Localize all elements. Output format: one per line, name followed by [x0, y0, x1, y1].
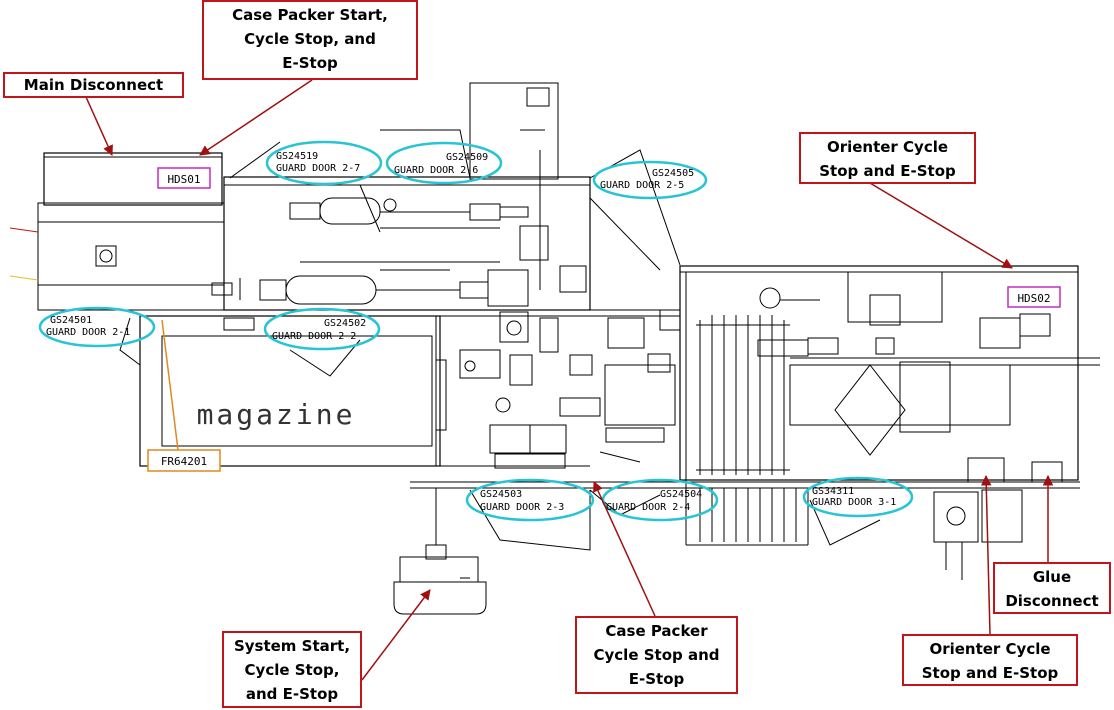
cylinder-assembly-lower [211, 261, 529, 307]
callout-arrows [85, 79, 1054, 681]
svg-text:GS24503: GS24503 [480, 489, 522, 500]
callout-case-packer-start: Case Packer Start, Cycle Stop, and E-Sto… [202, 0, 418, 80]
cylinder-assembly-upper [289, 184, 529, 233]
callout-system-start-line-3: and E-Stop [245, 685, 339, 703]
callout-case-packer-cycle-line-1: Case Packer [605, 622, 708, 640]
callout-main-disconnect: Main Disconnect [3, 72, 184, 98]
callout-orienter-bottom: Orienter Cycle Stop and E-Stop [902, 634, 1078, 686]
main-disconnect-cabinet [43, 152, 223, 206]
guard-door-2-5: GS24505 GUARD DOOR 2-5 [592, 160, 708, 200]
svg-text:HDS02: HDS02 [1017, 292, 1050, 305]
guard-door-2-2: GS24502 GUARD DOOR 2-2 [263, 307, 381, 351]
svg-text:GS24504: GS24504 [660, 489, 702, 500]
callout-case-packer-start-line-3: E-Stop [282, 54, 338, 72]
callout-system-start: System Start, Cycle Stop, and E-Stop [222, 631, 362, 708]
orienter-rods [696, 315, 790, 475]
guard-door-2-6: GS24509 GUARD DOOR 2-6 [385, 141, 503, 185]
guard-door-3-1: GS34311 GUARD DOOR 3-1 [802, 476, 914, 518]
callout-orienter-top-line-2: Stop and E-Stop [819, 162, 956, 180]
callout-main-disconnect-line-1: Main Disconnect [23, 76, 164, 94]
hds01-tag: HDS01 [157, 167, 211, 189]
svg-text:GUARD DOOR 2-7: GUARD DOOR 2-7 [276, 163, 360, 174]
callout-case-packer-cycle-line-3: E-Stop [628, 670, 685, 688]
hds02-tag: HDS02 [1007, 286, 1061, 308]
svg-text:GS24505: GS24505 [652, 168, 694, 179]
orienter-conveyor-slats [699, 488, 797, 542]
callout-orienter-top: Orienter Cycle Stop and E-Stop [799, 132, 976, 184]
svg-text:GUARD DOOR 2-5: GUARD DOOR 2-5 [600, 180, 684, 191]
svg-text:GUARD DOOR 2-6: GUARD DOOR 2-6 [394, 165, 478, 176]
callout-orienter-bottom-line-2: Stop and E-Stop [921, 664, 1059, 682]
infeed-conveyor [37, 202, 225, 311]
callout-glue-disconnect-line-2: Disconnect [1005, 592, 1099, 610]
glue-unit [933, 491, 979, 543]
callout-system-start-line-1: System Start, [233, 637, 351, 655]
svg-text:HDS01: HDS01 [167, 173, 200, 186]
guard-door-2-7: GS24519 GUARD DOOR 2-7 [265, 140, 383, 186]
svg-text:GS34311: GS34311 [812, 486, 854, 497]
svg-text:GS24509: GS24509 [446, 152, 488, 163]
svg-text:FR64201: FR64201 [161, 455, 207, 468]
svg-text:GUARD DOOR 3-1: GUARD DOOR 3-1 [812, 497, 896, 508]
callout-orienter-bottom-line-1: Orienter Cycle [929, 640, 1051, 658]
guard-door-markers: GS24501 GUARD DOOR 2-1 GS24502 GUARD DOO… [38, 140, 914, 522]
svg-text:GUARD DOOR 2-1: GUARD DOOR 2-1 [46, 327, 130, 338]
svg-text:GS24501: GS24501 [50, 315, 92, 326]
callout-system-start-line-2: Cycle Stop, [244, 661, 340, 679]
svg-text:GS24502: GS24502 [324, 318, 366, 329]
guard-door-2-3: GS24503 GUARD DOOR 2-3 [465, 478, 595, 522]
center-lower-mechanics [459, 309, 681, 469]
svg-text:GUARD DOOR 2-4: GUARD DOOR 2-4 [606, 502, 690, 513]
fr-leader-line [161, 319, 179, 451]
svg-text:GS24519: GS24519 [276, 151, 318, 162]
callout-glue-disconnect: Glue Disconnect [993, 562, 1111, 614]
guard-door-2-1: GS24501 GUARD DOOR 2-1 [38, 306, 156, 348]
callout-case-packer-start-line-2: Cycle Stop, and [244, 30, 376, 48]
callout-case-packer-start-line-1: Case Packer Start, [232, 6, 388, 24]
svg-text:GUARD DOOR 2-3: GUARD DOOR 2-3 [480, 502, 564, 513]
callout-case-packer-cycle-line-2: Cycle Stop and [593, 646, 720, 664]
callout-orienter-top-line-1: Orienter Cycle [826, 138, 949, 156]
callout-glue-disconnect-line-1: Glue [1032, 568, 1072, 586]
magazine-label: magazine [197, 398, 356, 431]
fr64201-tag: FR64201 [147, 449, 221, 472]
svg-text:GUARD DOOR 2-2: GUARD DOOR 2-2 [272, 331, 356, 342]
callout-case-packer-cycle: Case Packer Cycle Stop and E-Stop [575, 616, 738, 694]
